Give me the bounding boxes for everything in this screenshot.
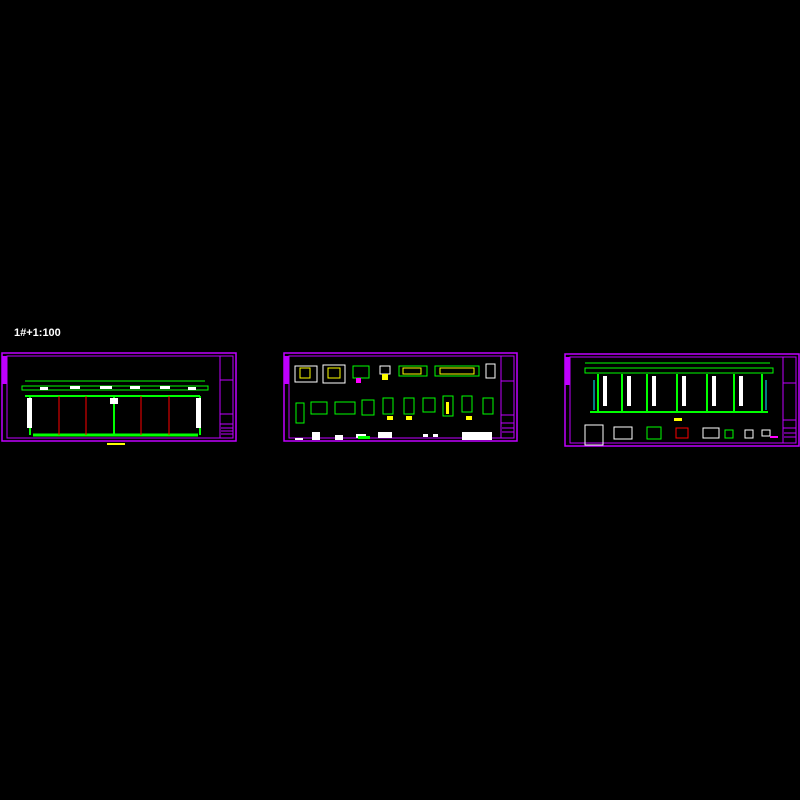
title-block [500, 355, 515, 439]
sheet-1[interactable] [1, 352, 237, 445]
title-block-lines [783, 382, 796, 438]
sheet-3[interactable] [564, 353, 800, 447]
title-block-lines [220, 379, 233, 435]
sheet-tab [2, 356, 7, 384]
sheet-tab [565, 357, 570, 385]
sheet-tab [284, 356, 289, 384]
detail-drawings [584, 424, 778, 446]
sheet-frame [283, 352, 518, 442]
title-block [782, 356, 797, 444]
sheet-frame [564, 353, 800, 447]
title-block [219, 355, 234, 439]
sheet-frame [1, 352, 237, 442]
drawing-scale-label: 1#+1:100 [14, 327, 61, 339]
frame-elevation [21, 380, 209, 445]
sheet-2[interactable] [283, 352, 518, 442]
columns [58, 396, 170, 435]
frame-elevation [584, 362, 774, 421]
title-block-lines [501, 380, 514, 433]
detail-drawings [294, 363, 496, 440]
